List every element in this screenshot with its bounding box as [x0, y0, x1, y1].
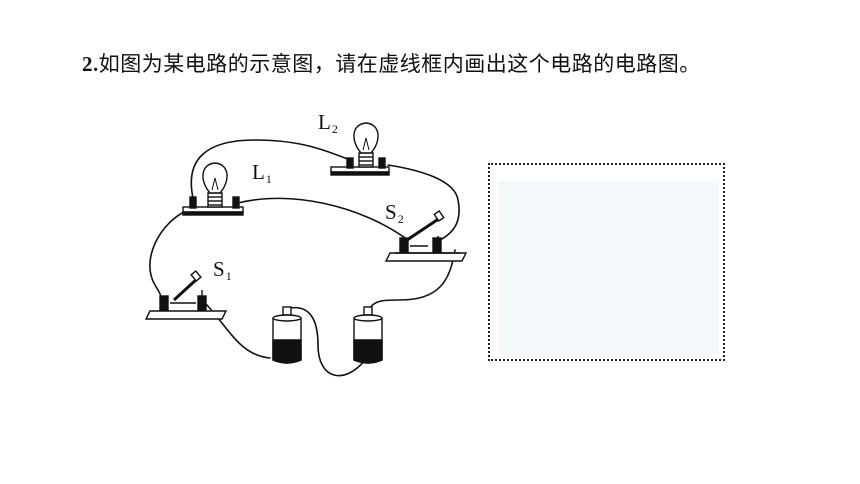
wire-l1-left-to-s1: [149, 209, 189, 301]
question-text: 2.如图为某电路的示意图，请在虚线框内画出这个电路的电路图。: [82, 48, 701, 78]
label-l1: L1: [252, 160, 272, 186]
question-body: 如图为某电路的示意图，请在虚线框内画出这个电路的电路图。: [98, 52, 701, 76]
wire-s2-to-battery-2: [369, 249, 456, 309]
answer-drawing-box[interactable]: [488, 163, 725, 361]
label-s1: S1: [213, 257, 232, 283]
battery-2: [353, 306, 383, 364]
switch-s1: [144, 270, 228, 320]
wire-l1-left-to-l2-left: [190, 139, 351, 199]
wire-l2-right-to-s2: [387, 164, 460, 241]
question-number: 2.: [82, 52, 99, 76]
wire-battery-1-to-battery-2: [289, 306, 366, 377]
label-s2: S2: [385, 200, 404, 226]
answer-drawing-area[interactable]: [499, 181, 718, 355]
wire-l1-right-to-s2: [237, 197, 409, 241]
battery-1: [272, 306, 302, 364]
label-l2: L2: [318, 110, 338, 136]
bulb-l1: [182, 162, 244, 216]
switch-s2: [384, 210, 468, 262]
bulb-l2: [330, 122, 390, 176]
